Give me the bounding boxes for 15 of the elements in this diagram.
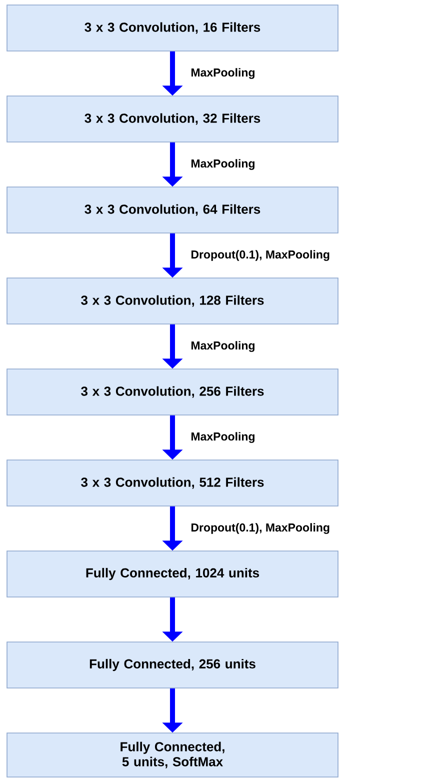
layer-box: 3 x 3 Convolution, 512 Filters (6, 460, 338, 506)
layer-box: 3 x 3 Convolution, 32 Filters (6, 96, 338, 142)
edge-label: MaxPooling (190, 431, 256, 444)
layer-box: Fully Connected, 5 units, SoftMax (6, 732, 338, 778)
layer-box: Fully Connected, 256 units (6, 642, 338, 688)
layer-box: 3 x 3 Convolution, 16 Filters (6, 4, 338, 52)
layer-box: 3 x 3 Convolution, 256 Filters (6, 368, 338, 416)
edge-label: Dropout(0.1), MaxPooling (190, 249, 331, 262)
layer-box: Fully Connected, 1024 units (6, 550, 338, 598)
layer-box: 3 x 3 Convolution, 64 Filters (6, 186, 338, 234)
edge-label: MaxPooling (190, 158, 256, 171)
edge-label: MaxPooling (190, 67, 256, 80)
edge-label: Dropout(0.1), MaxPooling (190, 522, 331, 535)
edge-label: MaxPooling (190, 340, 256, 353)
layer-box: 3 x 3 Convolution, 128 Filters (6, 278, 338, 324)
